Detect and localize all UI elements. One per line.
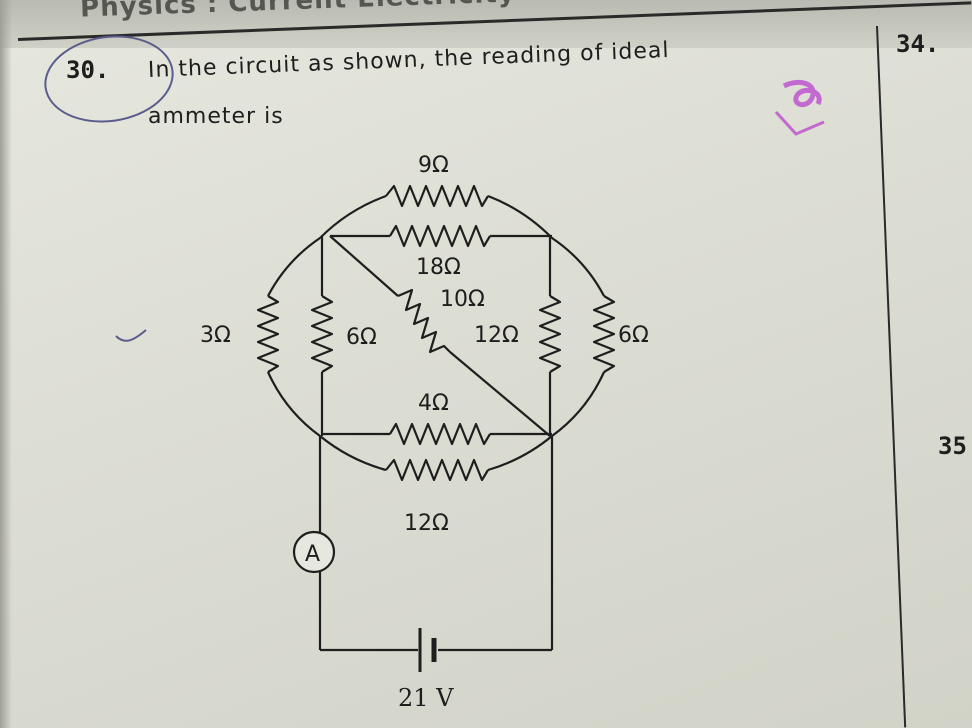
question-text-line-2: ammeter is <box>148 104 284 129</box>
next-question-number-2: 35 <box>938 432 967 460</box>
next-question-number: 34. <box>896 30 940 58</box>
resistor-9-ohm <box>385 184 489 208</box>
wire <box>449 351 551 437</box>
resistor-6-ohm-left <box>310 295 334 373</box>
label-6-ohm-left: 6Ω <box>346 325 377 350</box>
ammeter-circle <box>292 530 336 574</box>
wire <box>329 235 399 297</box>
outer-wire-arc <box>551 371 606 437</box>
label-10-ohm: 10Ω <box>440 287 485 312</box>
resistor-4-ohm <box>389 422 491 446</box>
outer-wire-arc <box>487 194 553 239</box>
outer-wire-arc <box>551 237 605 297</box>
outer-wire-arc <box>319 435 387 472</box>
outer-wire-arc <box>266 371 321 437</box>
label-9-ohm: 9Ω <box>418 153 449 178</box>
label-6-ohm-right: 6Ω <box>618 323 649 348</box>
page-shadow <box>0 0 12 728</box>
resistor-18-ohm <box>389 224 491 248</box>
question-number: 30. <box>66 56 110 84</box>
battery-voltage-label: 21 V <box>398 684 454 712</box>
resistor-3-ohm <box>256 295 280 373</box>
tick-mark-pink <box>774 110 825 136</box>
page-top-edge <box>0 0 972 48</box>
label-12-ohm-bottom: 12Ω <box>404 511 449 536</box>
ammeter-label: A <box>305 542 320 567</box>
outer-wire-arc <box>487 435 553 472</box>
highlighter-mark <box>782 80 822 108</box>
resistor-6-ohm-right <box>592 295 616 373</box>
label-18-ohm: 18Ω <box>416 255 461 280</box>
label-3-ohm: 3Ω <box>200 323 231 348</box>
resistor-12-ohm-bottom <box>385 458 489 482</box>
tick-mark-pen <box>115 329 147 342</box>
resistor-12-ohm-right <box>538 295 562 373</box>
outer-wire-arc <box>267 237 321 297</box>
resistor-10-ohm <box>397 288 451 354</box>
outer-wire-arc <box>319 194 387 239</box>
label-12-ohm-right: 12Ω <box>474 323 519 348</box>
label-4-ohm: 4Ω <box>418 391 449 416</box>
